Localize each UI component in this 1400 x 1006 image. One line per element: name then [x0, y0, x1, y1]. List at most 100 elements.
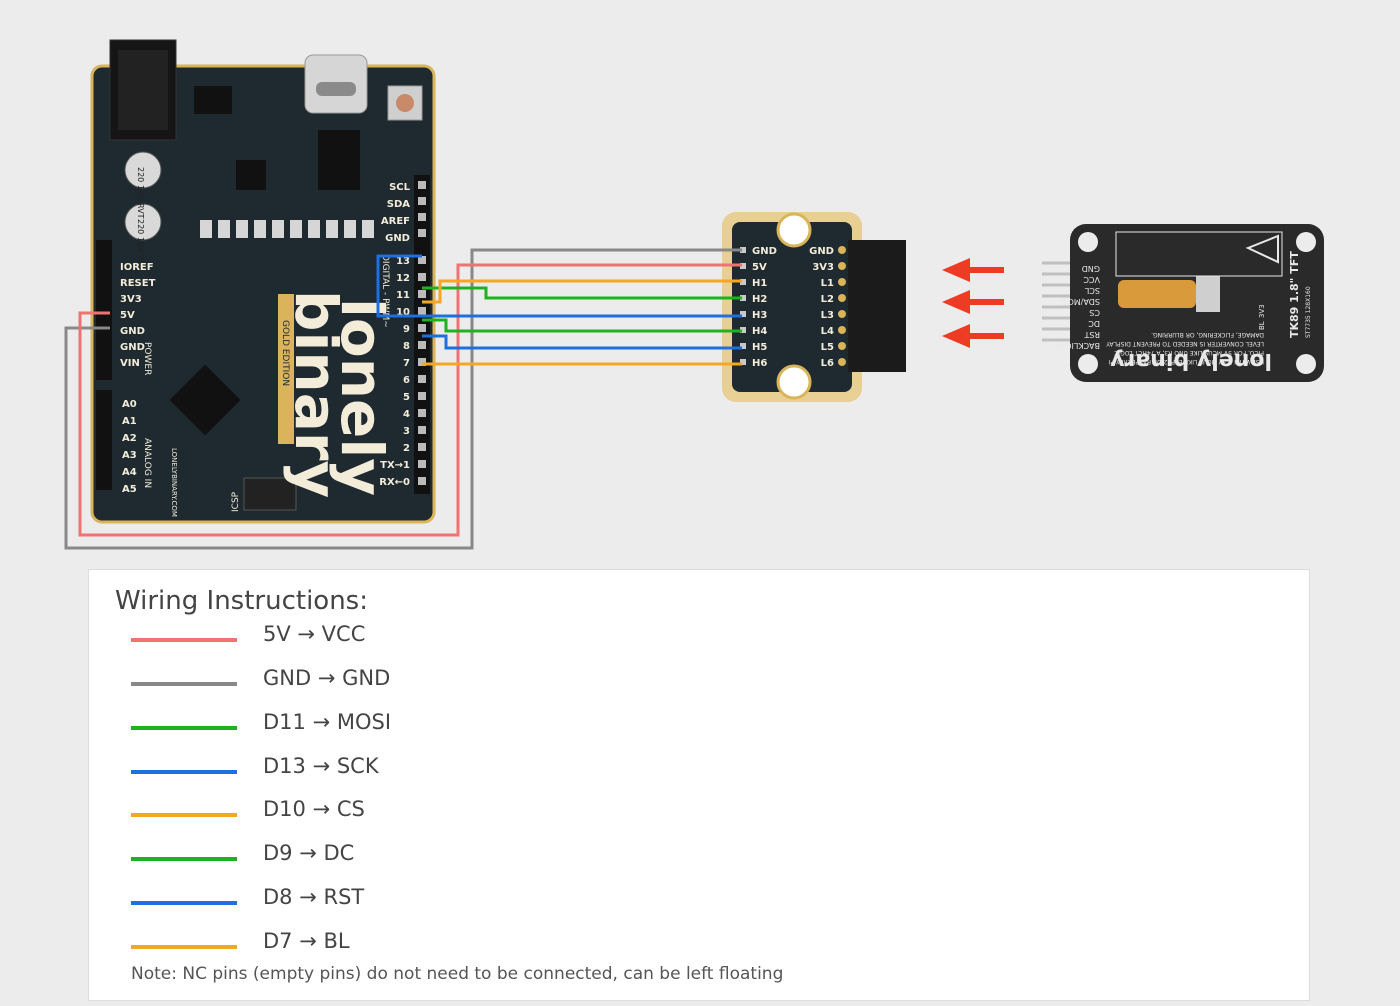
- tft-note-2: PICO. FOR 5V MCUS LIKE UNO R3, A 74HCT L…: [1114, 349, 1264, 356]
- tft-pin-label: BACKLIGHT: [1054, 341, 1100, 350]
- tft-pad-label-2: BL: [1258, 321, 1266, 330]
- header-pin: [418, 341, 426, 349]
- adapter-pin: [740, 327, 746, 333]
- digital-pin-label: 4: [403, 409, 410, 420]
- adapter-pin: [838, 310, 846, 318]
- header-pin-label: GND: [385, 233, 410, 244]
- icsp-header: [243, 477, 297, 511]
- wire-color-swatch: [131, 813, 237, 817]
- tft-pin-label: CS: [1089, 308, 1100, 317]
- wiring-diagram: 220 10V RVT 220 10V RVT ICSP GOLD EDITIO…: [64, 39, 1324, 550]
- adapter-left-pin-label: H6: [752, 358, 767, 369]
- legend-row: D8 → RST: [131, 885, 731, 915]
- adapter-right-pin-label: 3V3: [812, 262, 834, 273]
- header-pin: [418, 443, 426, 451]
- wire-5v: [78, 263, 742, 537]
- legend-row: D13 → SCK: [131, 754, 731, 784]
- note-text: Note: NC pins (empty pins) do not need t…: [131, 964, 784, 984]
- capacitor-label-1: 220 10V RVT: [136, 167, 145, 219]
- adapter-left-pin-label: 5V: [752, 262, 767, 273]
- digital-pin-label: 3: [403, 426, 410, 437]
- tft-pad-label: 3V3: [1258, 304, 1266, 318]
- legend-label: GND → GND: [263, 666, 391, 690]
- wire-color-swatch: [131, 945, 237, 949]
- adapter-right-pin-label: GND: [809, 246, 834, 257]
- adapter-pin: [838, 326, 846, 334]
- header-pin-label: SCL: [389, 182, 411, 193]
- adapter-pin: [740, 279, 746, 285]
- power-label: POWER: [142, 342, 152, 375]
- wire-sck: [376, 254, 742, 318]
- digital-pin-label: 11: [396, 290, 410, 301]
- digital-pin-label: 9: [403, 324, 410, 335]
- power-pin-label: IOREF: [120, 262, 154, 273]
- adapter-left-pin-label: H2: [752, 294, 767, 305]
- header-pin-label: SDA: [387, 199, 411, 210]
- wire-color-swatch: [131, 901, 237, 905]
- legend-row: D10 → CS: [131, 797, 731, 827]
- digital-label: DIGITAL - PWM~: [380, 254, 390, 328]
- adapter-pin: [838, 262, 846, 270]
- wire-color-swatch: [131, 726, 237, 730]
- capacitor-2: [124, 203, 162, 241]
- legend-label: 5V → VCC: [263, 622, 366, 646]
- adapter-right-pin-label: L1: [821, 278, 834, 289]
- website-label: LONELYBINARY.COM: [170, 448, 178, 517]
- adapter-right-pin-label: L3: [821, 310, 834, 321]
- digital-pin-label: 10: [396, 307, 410, 318]
- header-pin: [418, 392, 426, 400]
- tft-note-4: DAMAGE, FLICKERING, OR BLURRING.: [1151, 331, 1264, 338]
- wires: [64, 248, 742, 550]
- legend-label: D8 → RST: [263, 885, 365, 909]
- arduino-brand-bottom: binary: [282, 290, 350, 498]
- header-pin: [418, 307, 426, 315]
- tft-note-1: USE WITH 3.3V MCUS LIKE ESP32 OR RASPBER…: [1108, 358, 1264, 365]
- legend-label: D11 → MOSI: [263, 710, 392, 734]
- header-pin: [418, 409, 426, 417]
- analog-pin-label: A5: [122, 484, 137, 495]
- digital-pin-label: RX←0: [379, 477, 410, 488]
- legend-label: D9 → DC: [263, 841, 355, 865]
- tft-pin-label: DC: [1088, 319, 1100, 328]
- wire-color-swatch: [131, 857, 237, 861]
- edition-label: GOLD EDITION: [280, 320, 290, 386]
- adapter-pin: [838, 358, 846, 366]
- analog-pin-label: A2: [122, 433, 137, 444]
- legend-row: GND → GND: [131, 666, 731, 696]
- warning-icon: [1245, 234, 1279, 264]
- capacitor-label-2: 220 10V RVT: [136, 219, 145, 271]
- wire-color-swatch: [131, 770, 237, 774]
- direction-arrows: [942, 258, 1004, 348]
- legend-label: D10 → CS: [263, 797, 365, 821]
- legend-row: D7 → BL: [131, 929, 731, 959]
- tft-brand-label: lonely binary: [1110, 348, 1272, 373]
- adapter-pin: [740, 343, 746, 349]
- adapter-pin: [838, 342, 846, 350]
- wire-color-swatch: [131, 682, 237, 686]
- digital-pin-label: 6: [403, 375, 410, 386]
- legend-label: D13 → SCK: [263, 754, 379, 778]
- power-pin-label: GND: [120, 326, 145, 337]
- arrow-icon: [942, 290, 1004, 314]
- legend-label: D7 → BL: [263, 929, 350, 953]
- wiring-instructions-panel: Wiring Instructions: 5V → VCC GND → GND …: [88, 569, 1310, 1001]
- icsp-label: ICSP: [231, 491, 241, 512]
- power-pin-label: GND: [120, 342, 145, 353]
- header-pin: [418, 273, 426, 281]
- header-pin: [418, 477, 426, 485]
- digital-pin-label: 12: [396, 273, 410, 284]
- wire-rst: [422, 334, 742, 350]
- tft-model: TK89 1.8" TFT: [1288, 251, 1301, 338]
- adapter-pin: [740, 263, 746, 269]
- digital-pin-label: 8: [403, 341, 410, 352]
- adapter-right-pin-label: L4: [821, 326, 834, 337]
- adapter-left-pin-label: H1: [752, 278, 767, 289]
- adapter-right-pin-label: L5: [821, 342, 834, 353]
- instructions-title: Wiring Instructions:: [115, 586, 368, 616]
- wire-color-swatch: [131, 638, 237, 642]
- adapter-pin: [740, 311, 746, 317]
- tft-ribbon-cable: [1118, 280, 1196, 308]
- header-pin: [418, 290, 426, 298]
